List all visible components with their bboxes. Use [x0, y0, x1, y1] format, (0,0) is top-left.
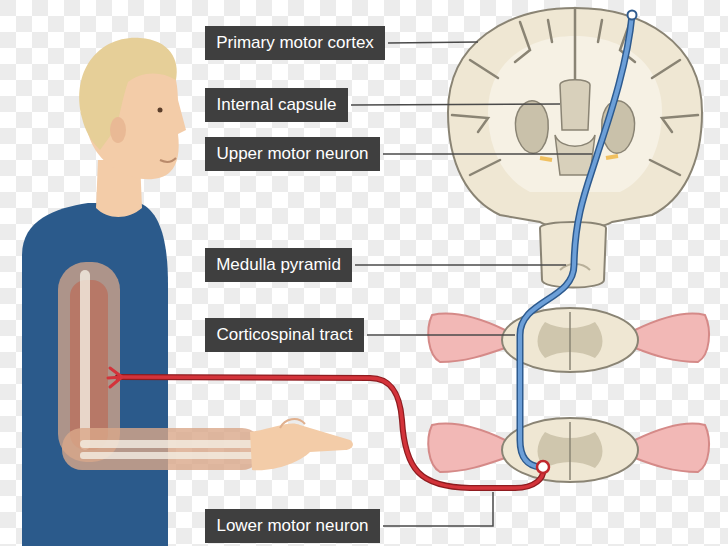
thumb — [280, 419, 305, 428]
leader-line — [355, 264, 566, 266]
nerve-root — [428, 313, 505, 362]
neuron-cell-body — [628, 11, 637, 20]
spinal-segment — [428, 308, 709, 372]
brain-section — [448, 8, 702, 228]
label-text: Corticospinal tract — [216, 325, 352, 345]
label-box: Internal capsule — [205, 88, 348, 122]
humerus-bone — [80, 270, 90, 450]
nerve-root — [428, 423, 505, 472]
label-box: Lower motor neuron — [205, 509, 380, 543]
hair — [79, 38, 177, 150]
sulcus — [515, 22, 530, 62]
mouth — [160, 158, 176, 162]
label-text: Primary motor cortex — [216, 33, 374, 53]
label-text: Upper motor neuron — [216, 144, 368, 164]
forearm — [62, 428, 262, 470]
leader-line — [388, 42, 478, 43]
lower-motor-neuron-path — [118, 377, 543, 488]
motor-end-plate — [108, 368, 122, 387]
basal-ganglia — [515, 101, 548, 153]
leader-line — [351, 104, 560, 105]
sulcus — [652, 60, 680, 78]
yellow-mark — [606, 156, 618, 158]
label-box: Primary motor cortex — [205, 26, 385, 60]
sulcus — [662, 115, 698, 132]
ulna-bone — [80, 452, 255, 459]
median-fissure — [569, 312, 571, 370]
sulcus — [650, 160, 680, 175]
sulcus — [452, 115, 488, 132]
sulcus — [470, 160, 500, 175]
upper-motor-neuron-path — [520, 15, 632, 467]
longitudinal-fissure — [574, 8, 577, 80]
hand — [250, 423, 353, 470]
spinal-segment — [428, 418, 709, 482]
label-text: Lower motor neuron — [216, 516, 368, 536]
leader-line — [383, 153, 592, 155]
nerve-root — [635, 423, 709, 472]
label-box: Corticospinal tract — [205, 318, 364, 352]
radius-bone — [80, 440, 255, 448]
neuron-cell-body — [537, 461, 549, 473]
yellow-mark — [540, 158, 552, 160]
neuron-outline — [520, 15, 632, 467]
label-box: Upper motor neuron — [205, 137, 380, 171]
leader-line — [367, 334, 515, 336]
ear — [110, 117, 126, 143]
median-fissure — [569, 422, 571, 480]
sulcus — [470, 60, 498, 78]
leader-line — [383, 492, 493, 526]
sulcus — [598, 20, 602, 42]
nerve-root — [635, 313, 709, 362]
gyri-lines — [452, 8, 698, 175]
eye — [158, 108, 163, 113]
label-text: Internal capsule — [216, 95, 336, 115]
ventricles — [560, 80, 590, 130]
label-text: Medulla pyramid — [216, 255, 341, 275]
label-box: Medulla pyramid — [205, 248, 352, 282]
sulcus — [548, 20, 552, 42]
neuron-outline — [118, 377, 543, 488]
